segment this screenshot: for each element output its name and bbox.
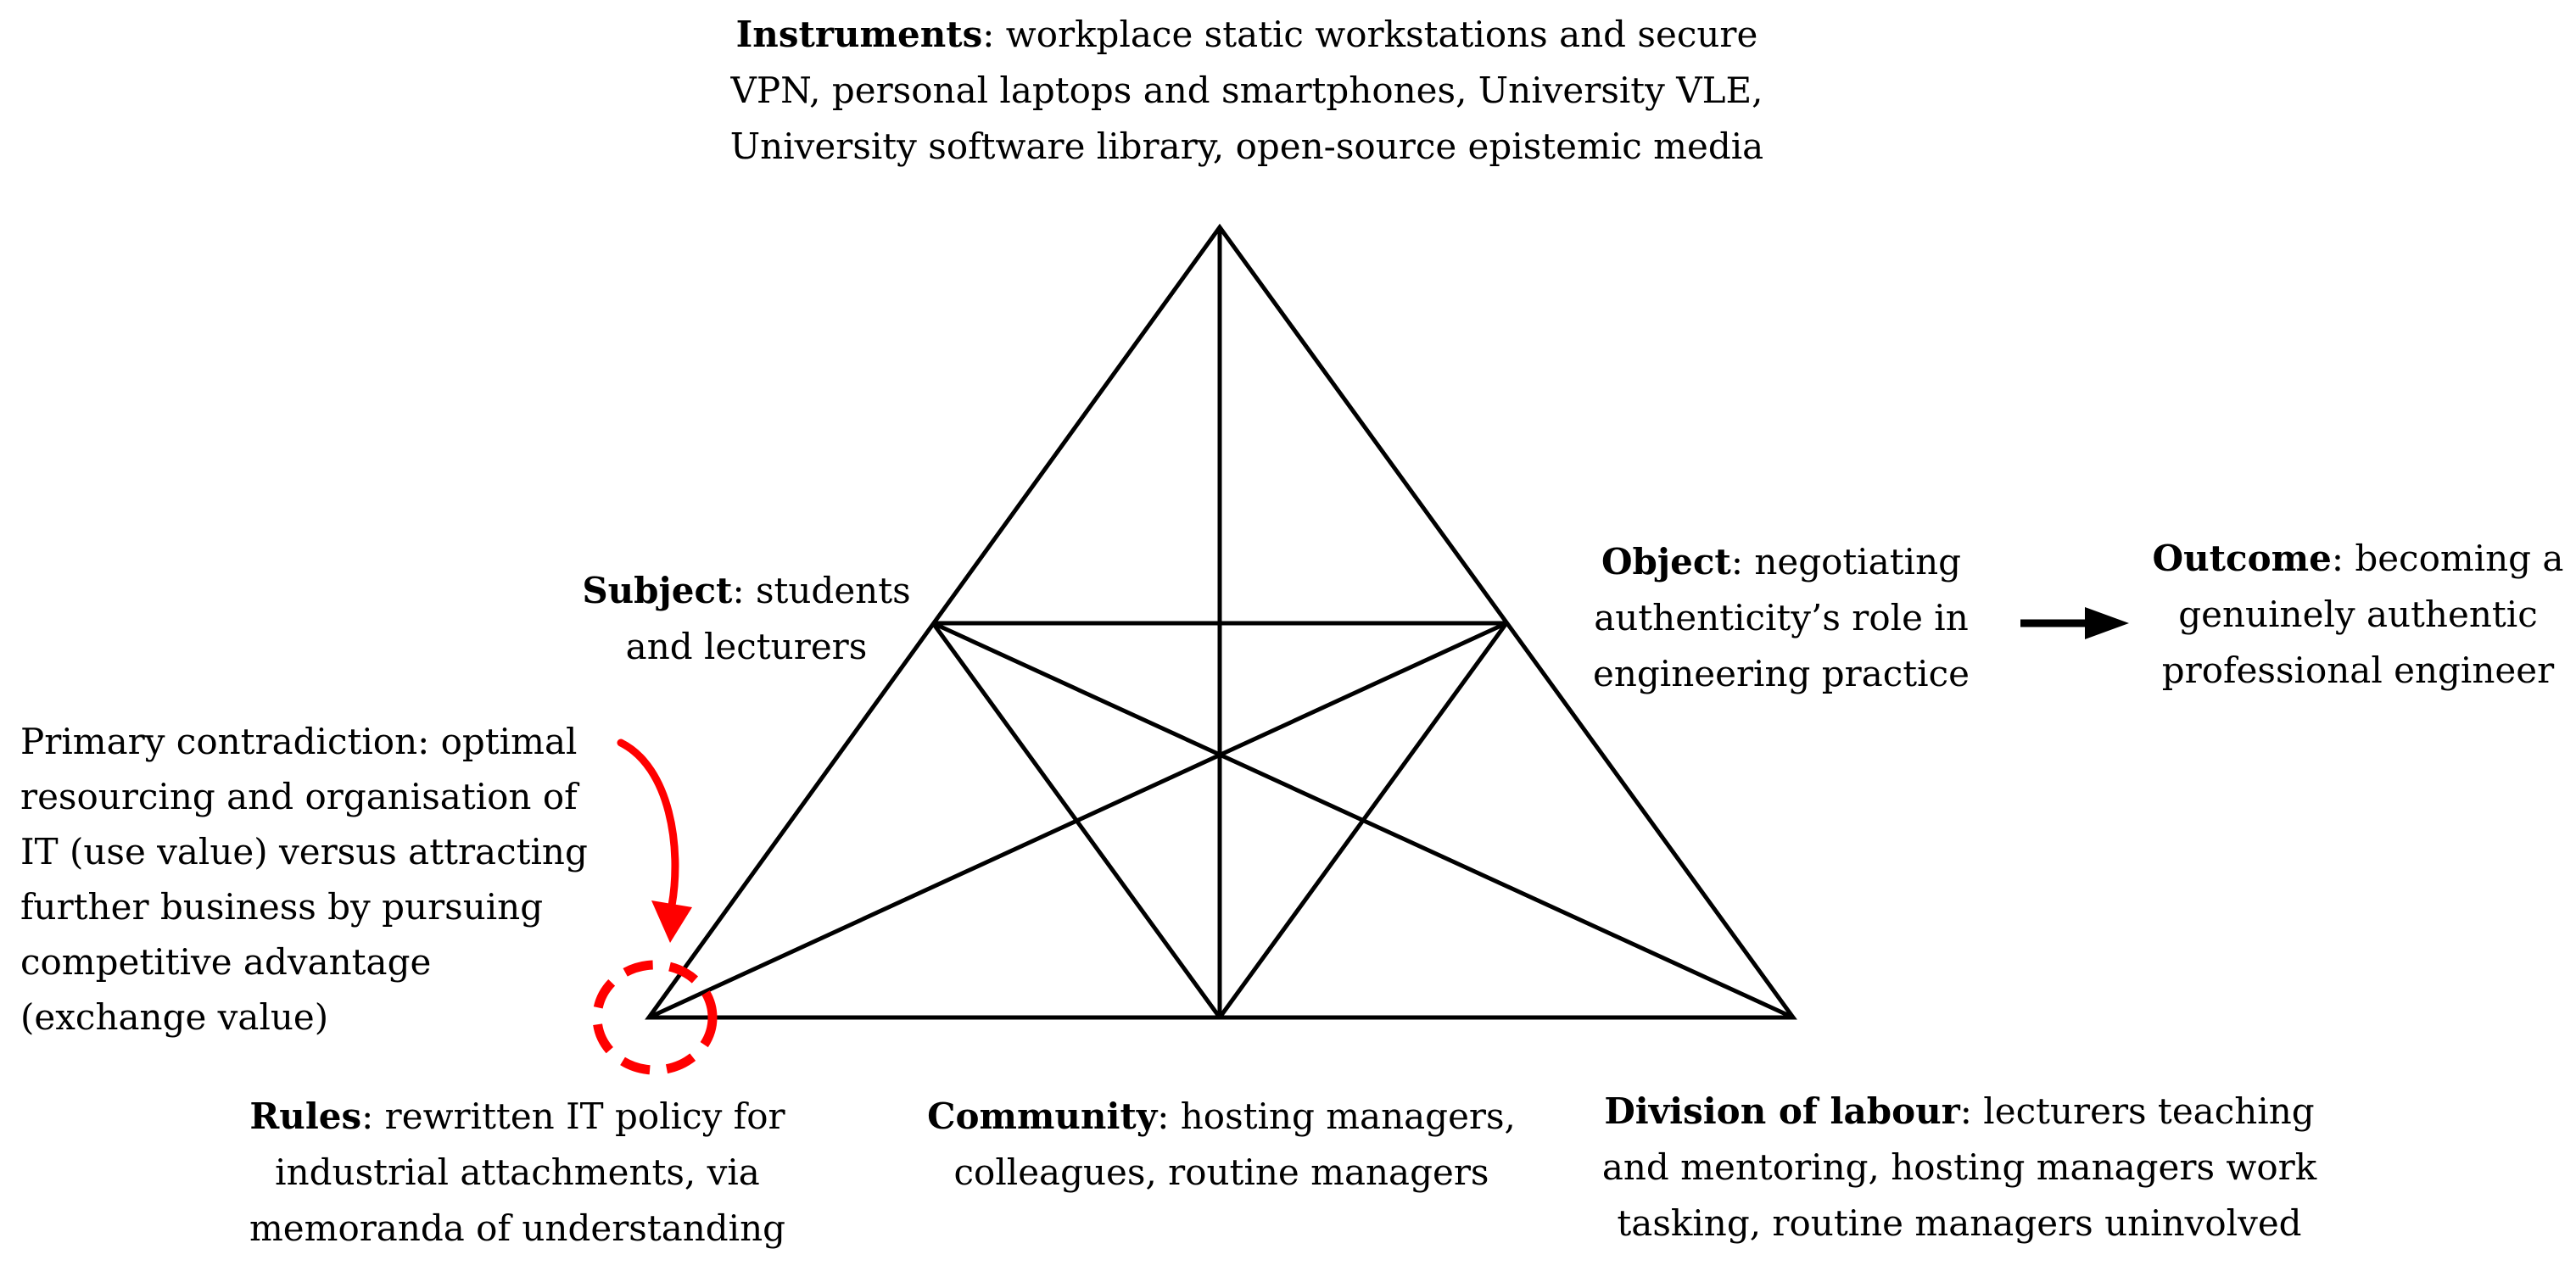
outcome-line-3: professional engineer [2161,649,2555,691]
division-label: Division of labour: lecturers teaching a… [1578,1084,2341,1251]
community-title: Community [927,1095,1158,1137]
contradiction-arrow [617,739,692,943]
instruments-line-3: University software library, open-source… [729,125,1764,167]
subject-line-1: : students [732,570,911,611]
subject-title: Subject [582,570,733,611]
division-title: Division of labour [1604,1090,1960,1132]
rules-line-3: memoranda of understanding [249,1207,786,1249]
contradiction-circle [592,960,718,1075]
contradiction-line-4: further business by pursuing [20,886,544,928]
rules-line-1: : rewritten IT policy for [361,1095,785,1137]
outcome-line-2: genuinely authentic [2178,594,2538,635]
community-label: Community: hosting managers, colleagues,… [882,1089,1561,1201]
rules-label: Rules: rewritten IT policy for industria… [221,1089,814,1257]
rules-line-2: industrial attachments, via [275,1151,760,1193]
subject-label: Subject: students and lecturers [543,563,950,675]
outcome-arrow [2020,607,2129,639]
instruments-line-1: : workplace static workstations and secu… [982,14,1758,55]
contradiction-label: Primary contradiction: optimal resourcin… [20,714,665,1045]
object-line-2: authenticity’s role in [1594,597,1969,638]
contradiction-line-6: (exchange value) [20,996,329,1038]
contradiction-line-5: competitive advantage [20,941,432,983]
rules-title: Rules [249,1095,362,1137]
contradiction-line-2: resourcing and organisation of [20,776,578,817]
community-line-2: colleagues, routine managers [953,1151,1489,1193]
outcome-line-1: : becoming a [2331,538,2564,579]
outcome-title: Outcome [2152,538,2332,579]
contradiction-line-1: Primary contradiction: optimal [20,721,578,762]
division-line-1: : lecturers teaching [1959,1090,2315,1132]
contradiction-line-3: IT (use value) versus attracting [20,831,588,872]
object-line-3: engineering practice [1593,653,1970,694]
object-title: Object [1601,541,1731,583]
division-line-2: and mentoring, hosting managers work [1601,1146,2317,1188]
object-label: Object: negotiating authenticity’s role … [1561,534,2002,702]
subject-to-division-line [931,621,1795,1020]
outcome-label: Outcome: becoming a genuinely authentic … [2137,531,2576,699]
instruments-line-2: VPN, personal laptops and smartphones, U… [730,70,1763,111]
community-line-1: : hosting managers, [1157,1095,1516,1137]
instruments-label: Instruments: workplace static workstatio… [662,7,1832,175]
object-line-1: : negotiating [1730,541,1962,583]
instruments-title: Instruments [735,14,983,55]
division-line-3: tasking, routine managers uninvolved [1617,1202,2302,1244]
subject-line-2: and lecturers [625,626,868,667]
object-to-rules-line [647,621,1508,1020]
